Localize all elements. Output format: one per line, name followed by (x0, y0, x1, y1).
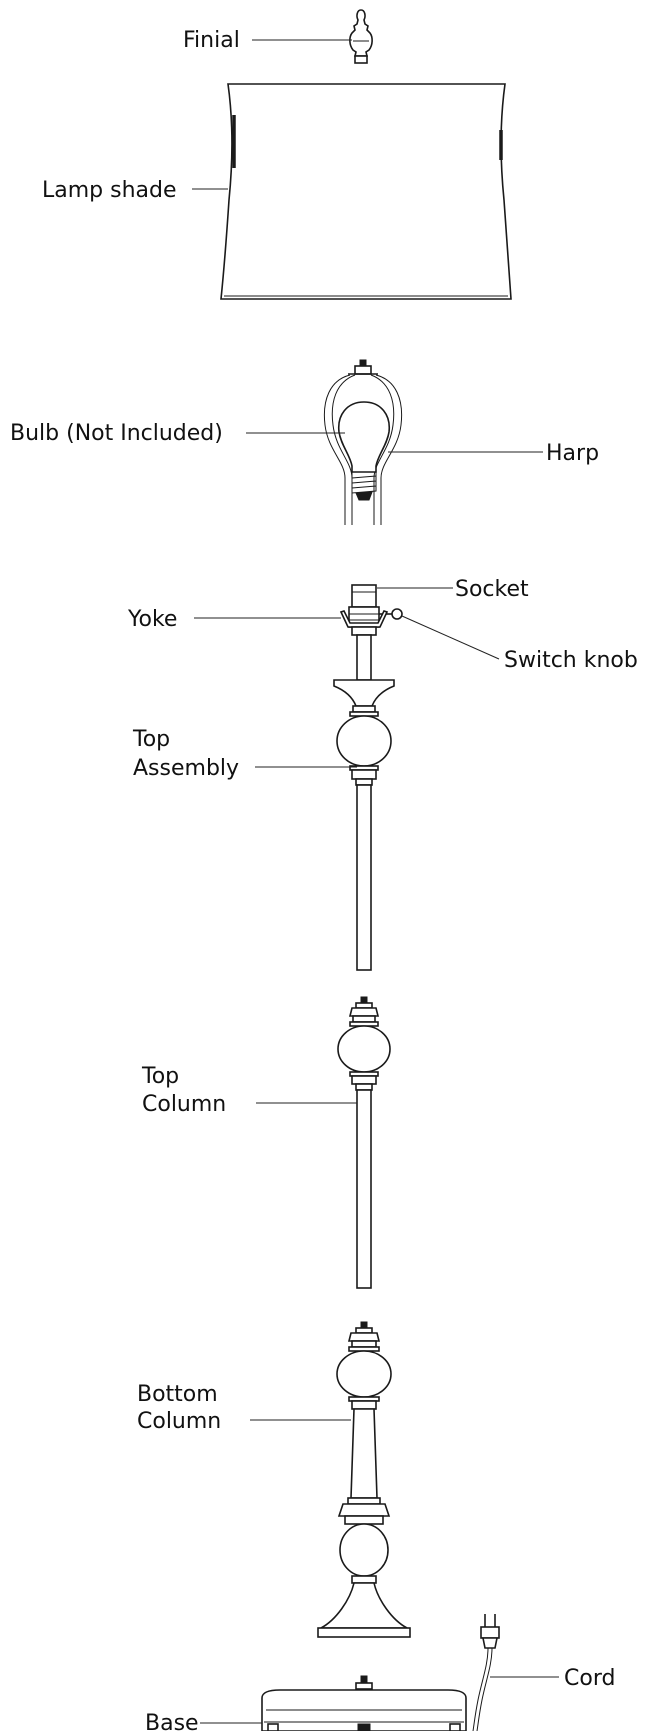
socket-callout: Socket (377, 577, 529, 602)
bulb-callout: Bulb (Not Included) (10, 421, 345, 446)
top-assembly-part (333, 584, 403, 971)
lamp-shade-callout: Lamp shade (42, 178, 228, 203)
top-assembly-label-line2: Assembly (133, 756, 239, 781)
top-assembly-label-line1: Top (132, 727, 170, 752)
top-column-label-line1: Top (141, 1064, 179, 1089)
top-column-callout: Top Column (141, 1064, 357, 1117)
cord-callout: Cord (490, 1666, 615, 1691)
bottom-column-part (317, 1321, 411, 1638)
top-column-label-line2: Column (142, 1092, 226, 1117)
base-callout: Base (145, 1711, 262, 1731)
yoke-label: Yoke (127, 607, 177, 632)
socket-label: Socket (455, 577, 529, 602)
yoke-callout: Yoke (127, 607, 341, 632)
finial-label: Finial (183, 28, 240, 53)
harp-callout: Harp (388, 441, 599, 466)
switch-knob-callout: Switch knob (401, 615, 638, 673)
bulb-part (338, 401, 390, 501)
base-part (261, 1675, 467, 1731)
lamp-shade-label: Lamp shade (42, 178, 177, 203)
harp-label: Harp (546, 441, 599, 466)
top-column-part (337, 996, 391, 1289)
base-label: Base (145, 1711, 199, 1731)
bottom-column-label-line1: Bottom (137, 1382, 218, 1407)
harp-part (323, 359, 403, 525)
bottom-column-callout: Bottom Column (137, 1382, 351, 1434)
cord-part (472, 1614, 500, 1731)
top-assembly-callout: Top Assembly (132, 727, 357, 781)
bulb-label: Bulb (Not Included) (10, 421, 223, 446)
bottom-column-label-line2: Column (137, 1409, 221, 1434)
finial-part (349, 9, 373, 64)
switch-knob-label: Switch knob (504, 648, 638, 673)
cord-label: Cord (564, 1666, 615, 1691)
finial-callout: Finial (183, 28, 352, 53)
lamp-shade-part (220, 83, 512, 300)
